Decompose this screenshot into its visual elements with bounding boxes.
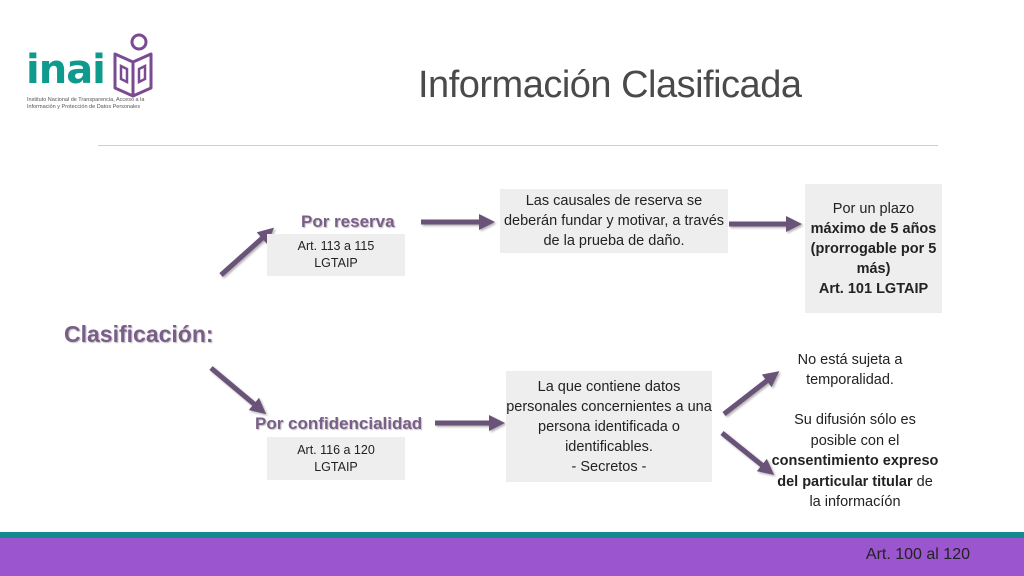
plazo-line3: Art. 101 LGTAIP xyxy=(818,280,929,297)
reserva-article-line2: LGTAIP xyxy=(314,256,358,270)
reserva-article-box: Art. 113 a 115 LGTAIP xyxy=(267,234,405,276)
root-label-clasificacion: Clasificación: xyxy=(64,321,214,347)
confidencialidad-article-line1: Art. 116 a 120 xyxy=(297,442,375,457)
logo-subtitle: Instituto Nacional de Transparencia, Acc… xyxy=(27,97,145,110)
arrow-to-confidencialidad xyxy=(209,366,267,415)
difusion-part3: de la informacíón xyxy=(809,473,933,511)
difusion-text: Su difusión sólo es posible con el conse… xyxy=(770,410,940,513)
arrow-datos-to-difusion xyxy=(720,431,775,476)
plazo-line1: Por un plazo xyxy=(832,200,915,217)
page-title: Información Clasificada xyxy=(418,64,802,106)
plazo-line2: máximo de 5 años (prorrogable por 5 más) xyxy=(810,220,937,277)
temporalidad-text: No está sujeta a temporalidad. xyxy=(797,352,903,388)
reserva-label: Por reserva xyxy=(301,212,395,231)
book-reader-icon xyxy=(113,33,153,98)
reserva-causales-text: Las causales de reserva se deberán funda… xyxy=(503,193,725,249)
confidencialidad-label: Por confidencialidad xyxy=(255,414,423,433)
arrow-datos-to-temporalidad xyxy=(722,371,780,416)
footer-teal-band xyxy=(0,532,1024,538)
confidencialidad-datos-box: La que contiene datos personales concern… xyxy=(506,371,712,482)
footer-purple-band xyxy=(0,538,1024,576)
secretos-text: - Secretos - xyxy=(571,458,647,475)
reserva-plazo-box: Por un plazo máximo de 5 años (prorrogab… xyxy=(805,184,942,313)
confidencialidad-article-line2: LGTAIP xyxy=(314,459,358,474)
arrow-to-reserva xyxy=(219,227,274,277)
datos-text: La que contiene datos personales concern… xyxy=(506,378,712,455)
reserva-causales-box: Las causales de reserva se deberán funda… xyxy=(500,189,728,253)
logo-wordmark: inai xyxy=(26,47,106,93)
difusion-part1: Su difusión sólo es posible con el xyxy=(794,412,916,449)
footer-article-range: Art. 100 al 120 xyxy=(865,546,970,563)
reserva-article-line1: Art. 113 a 115 xyxy=(297,239,375,253)
confidencialidad-article-box: Art. 116 a 120 LGTAIP xyxy=(267,437,405,480)
difusion-part2: consentimiento expreso del particular ti… xyxy=(771,453,939,490)
title-divider xyxy=(98,145,938,146)
